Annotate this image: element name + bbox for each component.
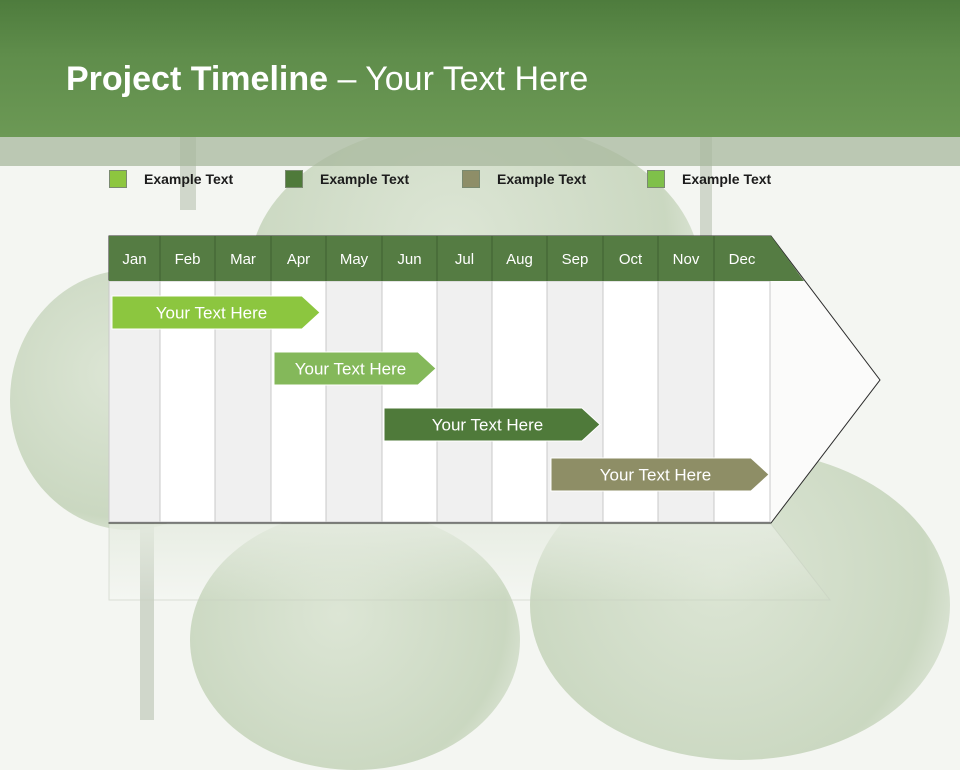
- task-bar[interactable]: Your Text Here: [273, 351, 437, 386]
- month-header-row: [109, 236, 804, 281]
- legend-swatch: [462, 170, 480, 188]
- title-bold: Project Timeline: [66, 60, 329, 98]
- month-label: Feb: [175, 251, 201, 268]
- task-bar-label: Your Text Here: [600, 466, 712, 485]
- legend-item: Example Text: [285, 170, 409, 188]
- task-bar-shape: [111, 295, 321, 330]
- legend-swatch: [285, 170, 303, 188]
- month-label: Nov: [673, 251, 700, 268]
- task-bar-label: Your Text Here: [295, 360, 407, 379]
- legend-item: Example Text: [462, 170, 586, 188]
- legend-swatch: [109, 170, 127, 188]
- timeline-diagram: Jan Feb Mar Apr May Jun Jul Aug Sep Oct Nov Dec You…: [108, 235, 881, 601]
- task-bar-shape: [550, 457, 770, 492]
- header-bar: [0, 0, 960, 137]
- month-label: May: [340, 251, 369, 268]
- month-label: Jan: [122, 251, 146, 268]
- legend-item: Example Text: [647, 170, 771, 188]
- month-label: Oct: [619, 251, 643, 268]
- page-title: Project Timeline – Your Text Here: [66, 60, 588, 99]
- task-bar-label: Your Text Here: [432, 416, 544, 435]
- month-label: Apr: [287, 251, 310, 268]
- legend-swatch: [647, 170, 665, 188]
- task-bar[interactable]: Your Text Here: [111, 295, 321, 330]
- legend-label: Example Text: [682, 171, 772, 187]
- legend: Example Text Example Text Example Text E…: [0, 170, 960, 194]
- month-column: [491, 280, 548, 523]
- task-bar[interactable]: Your Text Here: [550, 457, 770, 492]
- legend-label: Example Text: [144, 171, 234, 187]
- task-bar-shape: [273, 351, 437, 386]
- task-bar-shape: [383, 407, 601, 442]
- month-label: Aug: [506, 251, 533, 268]
- month-label: Jun: [397, 251, 421, 268]
- task-bar-label: Your Text Here: [156, 304, 268, 323]
- month-column: [381, 280, 438, 523]
- legend-label: Example Text: [497, 171, 587, 187]
- month-column: [325, 280, 383, 523]
- header-band: [0, 137, 960, 166]
- month-label: Jul: [455, 251, 474, 268]
- month-label: Mar: [230, 251, 256, 268]
- timeline-reflection: [108, 523, 832, 601]
- month-column: [436, 280, 493, 523]
- month-label: Dec: [729, 251, 756, 268]
- legend-label: Example Text: [320, 171, 410, 187]
- task-bar[interactable]: Your Text Here: [383, 407, 601, 442]
- legend-item: Example Text: [109, 170, 233, 188]
- month-label: Sep: [562, 251, 589, 268]
- title-rest: – Your Text Here: [328, 60, 589, 98]
